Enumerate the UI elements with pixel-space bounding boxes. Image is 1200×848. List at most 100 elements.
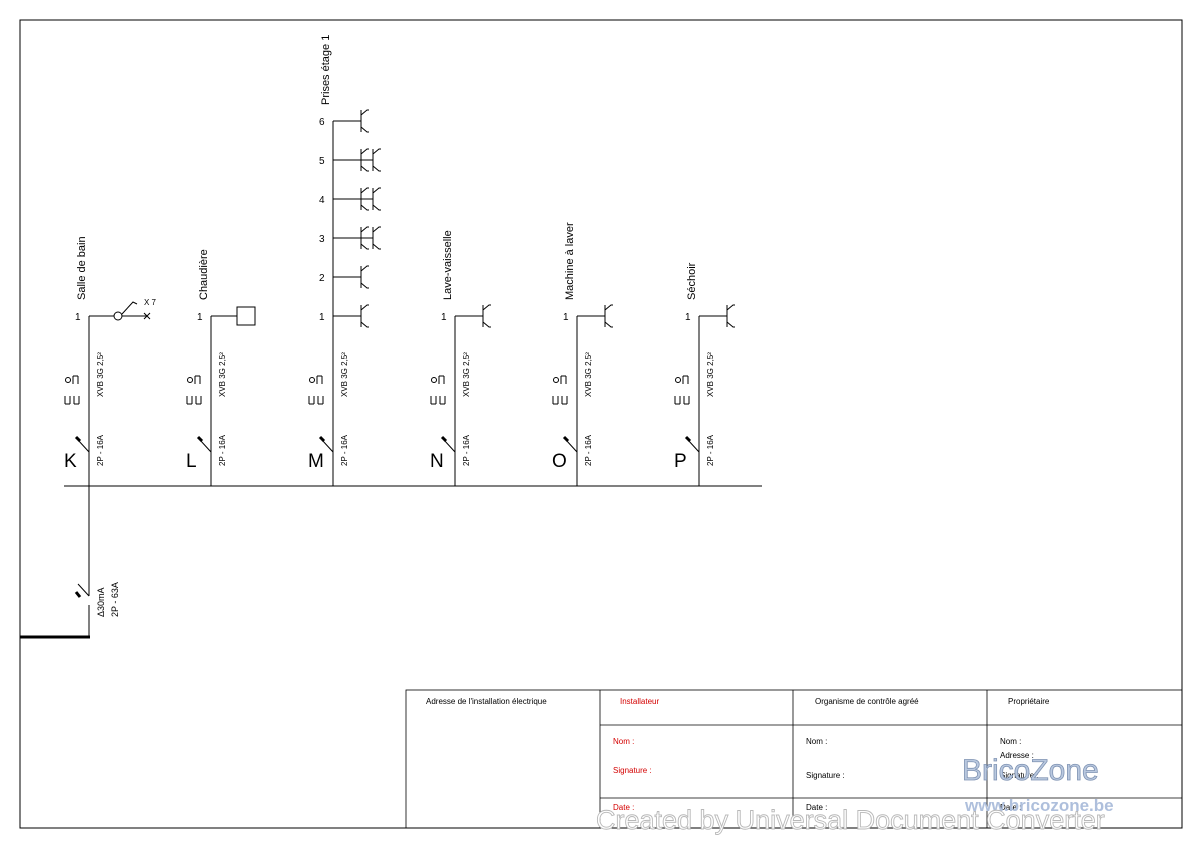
breaker-symbol <box>318 435 334 453</box>
control-body-signature-label: Signature : <box>806 771 845 780</box>
socket-icon <box>360 265 369 289</box>
cable-spec: XVB 3G 2,5² <box>96 352 105 397</box>
address-header: Adresse de l'installation électrique <box>426 697 547 706</box>
circuit-name: Séchoir <box>686 262 698 300</box>
outlet-6 <box>333 109 369 133</box>
socket-icon <box>372 148 381 172</box>
breaker-rating: 2P - 16A <box>340 434 349 466</box>
circuit-name: Prises étage 1 <box>320 35 332 105</box>
socket-icon <box>482 304 491 328</box>
control-body-date-label: Date : <box>806 803 827 812</box>
socket-icon <box>372 226 381 250</box>
main-breaker-rating: 2P - 63A <box>110 582 120 617</box>
outlet-number: 1 <box>75 312 81 323</box>
outlet-number: 6 <box>319 117 325 128</box>
socket-icon <box>726 304 735 328</box>
socket-icon <box>360 109 369 133</box>
installer-date-label: Date : <box>613 803 634 812</box>
outlet-4 <box>333 187 381 211</box>
outlet-2 <box>333 265 369 289</box>
outlet-number: 1 <box>319 312 325 323</box>
breaker-rating: 2P - 16A <box>584 434 593 466</box>
conductor-glyphs <box>552 375 568 405</box>
outlet-1 <box>211 306 256 326</box>
circuit-o: O 2P - 16A XVB 3G 2,5² Machine à laver 1 <box>552 222 613 486</box>
bricozone-url: www.bricozone.be <box>964 796 1114 815</box>
main-breaker-symbol <box>74 583 90 598</box>
outlet-1 <box>333 304 369 328</box>
installer-header: Installateur <box>620 697 659 706</box>
outlet-number: 1 <box>563 312 569 323</box>
cross-icon <box>143 312 151 320</box>
outlet-number: 4 <box>319 195 325 206</box>
watermark-text: Created by Universal Document Converter <box>596 805 1105 835</box>
owner-date-label: Date : <box>1000 803 1021 812</box>
outlet-number: 3 <box>319 234 325 245</box>
circuit-k: K 2P - 16A XVB 3G 2,5² Salle de bain 1 X 7 <box>64 236 157 486</box>
main-breaker-sensitivity: Δ30mA <box>96 587 106 617</box>
conductor-glyphs <box>64 375 80 405</box>
outlet-number: 1 <box>685 312 691 323</box>
breaker-rating: 2P - 16A <box>218 434 227 466</box>
breaker-rating: 2P - 16A <box>462 434 471 466</box>
breaker-symbol <box>440 435 456 453</box>
outlet-3 <box>333 226 381 250</box>
socket-icon <box>604 304 613 328</box>
outlet-5 <box>333 148 381 172</box>
cable-spec: XVB 3G 2,5² <box>218 352 227 397</box>
cable-spec: XVB 3G 2,5² <box>462 352 471 397</box>
outlet-1 <box>455 304 491 328</box>
outlet-number: 5 <box>319 156 325 167</box>
circuit-letter: N <box>430 451 444 472</box>
outlet-1 <box>699 304 735 328</box>
outlet-1 <box>577 304 613 328</box>
conductor-glyphs <box>308 375 324 405</box>
page-frame <box>19 19 1183 829</box>
bricozone-logo: BricoZone <box>962 754 1099 787</box>
owner-address-label: Adresse : <box>1000 751 1034 760</box>
outlet-number: 1 <box>197 312 203 323</box>
circuit-name: Chaudière <box>198 249 210 300</box>
circuit-name: Salle de bain <box>76 236 88 300</box>
circuit-name: Machine à laver <box>564 222 576 300</box>
installer-name-label: Nom : <box>613 737 634 746</box>
conductor-glyphs <box>186 375 202 405</box>
breaker-symbol <box>74 435 90 453</box>
circuit-letter: L <box>186 451 197 472</box>
circuit-m: M 2P - 16A XVB 3G 2,5² Prises étage 1 1 2 3 4 5 6 <box>308 35 381 486</box>
circuit-letter: O <box>552 451 567 472</box>
switch-icon <box>121 301 138 315</box>
boiler-box-icon <box>236 306 256 326</box>
breaker-symbol <box>196 435 212 453</box>
circuit-n: N 2P - 16A XVB 3G 2,5² Lave-vaisselle 1 <box>430 230 491 486</box>
installer-signature-label: Signature : <box>613 766 652 775</box>
outlet-number: 1 <box>441 312 447 323</box>
conductor-glyphs <box>674 375 690 405</box>
lamp-icon <box>113 311 123 321</box>
conductor-glyphs <box>430 375 446 405</box>
socket-icon <box>372 187 381 211</box>
control-body-name-label: Nom : <box>806 737 827 746</box>
control-body-header: Organisme de contrôle agréé <box>815 697 919 706</box>
circuit-letter: M <box>308 451 324 472</box>
circuit-letter: K <box>64 451 77 472</box>
owner-header: Propriétaire <box>1008 697 1050 706</box>
breaker-rating: 2P - 16A <box>96 434 105 466</box>
circuit-l: L 2P - 16A XVB 3G 2,5² Chaudière 1 <box>186 249 256 486</box>
circuit-name: Lave-vaisselle <box>442 230 454 300</box>
circuit-p: P 2P - 16A XVB 3G 2,5² Séchoir 1 <box>674 262 735 486</box>
breaker-rating: 2P - 16A <box>706 434 715 466</box>
cable-spec: XVB 3G 2,5² <box>706 352 715 397</box>
owner-signature-label: Signature : <box>1000 771 1039 780</box>
owner-name-label: Nom : <box>1000 737 1021 746</box>
outlet-number: 2 <box>319 273 325 284</box>
breaker-symbol <box>684 435 700 453</box>
title-block: Adresse de l'installation électrique Ins… <box>405 689 1183 829</box>
cable-spec: XVB 3G 2,5² <box>340 352 349 397</box>
device-count-label: X 7 <box>144 298 157 307</box>
circuit-letter: P <box>674 451 687 472</box>
cable-spec: XVB 3G 2,5² <box>584 352 593 397</box>
breaker-symbol <box>562 435 578 453</box>
